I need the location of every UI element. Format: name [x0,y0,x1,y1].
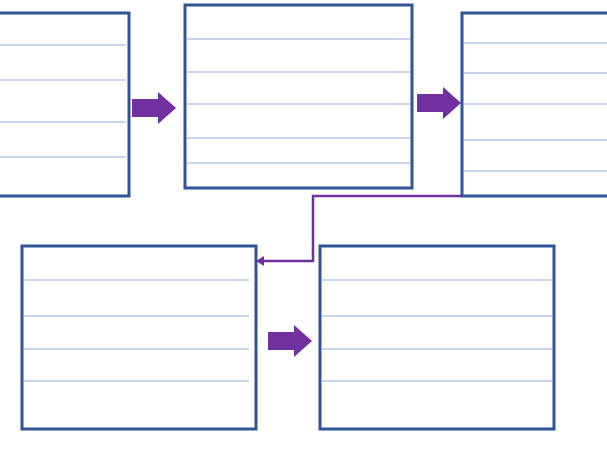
elbow-connector [262,194,462,263]
box-4 [20,244,258,431]
arrow-right-icon [132,92,176,124]
box-2 [183,3,414,190]
box-5 [318,244,556,431]
arrow-right-icon [268,325,312,357]
box-1 [0,11,131,198]
connector-arrowhead-icon [256,256,264,266]
arrow-right-icon [417,87,461,119]
box-3 [460,11,607,198]
